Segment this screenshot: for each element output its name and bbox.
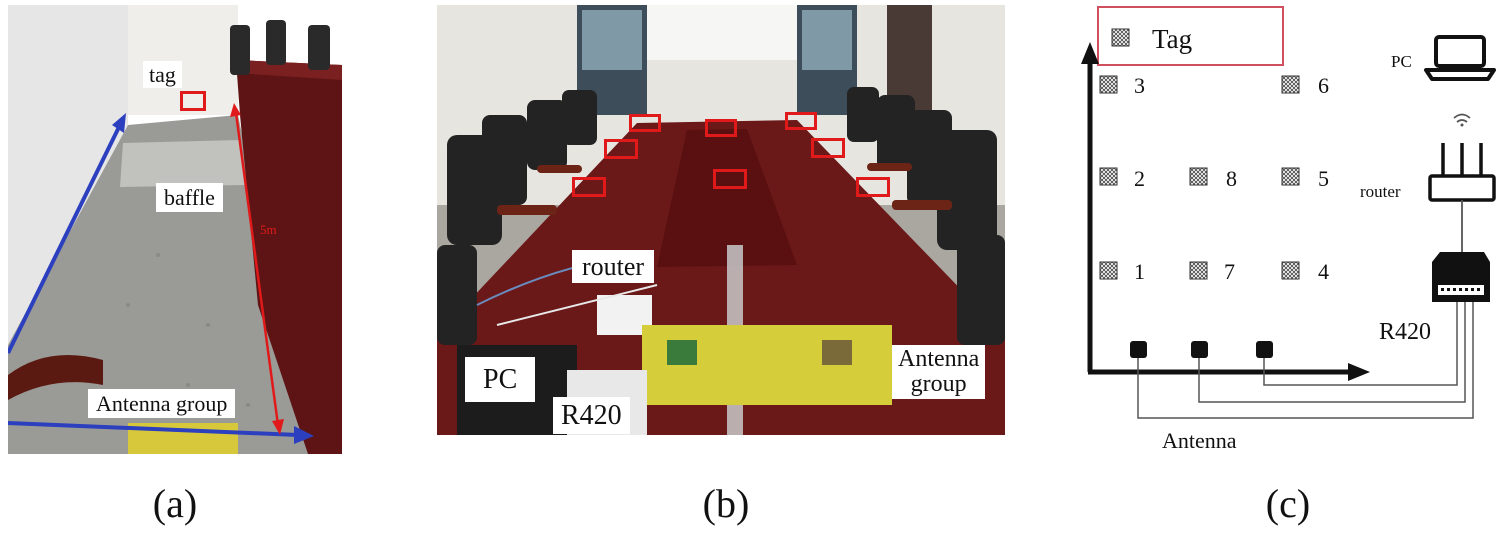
tag-marker-2: 2 <box>1099 166 1145 191</box>
distance-label: 5m <box>260 222 277 237</box>
tag-box-6 <box>713 169 747 189</box>
legend-box <box>1097 6 1284 66</box>
tag-label: tag <box>143 61 182 89</box>
wifi-icon <box>1453 113 1471 127</box>
panel-a-photo: tag baffle 5m Antenna group <box>8 5 342 454</box>
pc-label: PC <box>1391 52 1412 71</box>
caption-b: (b) <box>702 481 750 526</box>
antenna-cables <box>1137 302 1474 419</box>
antenna-1-icon <box>1130 341 1147 358</box>
tag-marker-5: 5 <box>1281 166 1329 191</box>
caption-c: (c) <box>1265 481 1311 526</box>
panel-c-diagram: Tag 1 2 3 4 5 6 7 8 <box>1081 6 1496 453</box>
pc-laptop-icon <box>1424 35 1496 81</box>
tag-box-7 <box>572 177 606 197</box>
svg-text:2: 2 <box>1134 166 1145 191</box>
antenna-3-icon <box>1256 341 1273 358</box>
router-label: router <box>572 250 655 284</box>
r420-reader-icon <box>1432 252 1490 302</box>
svg-text:3: 3 <box>1134 73 1145 98</box>
router-icon <box>1428 143 1496 202</box>
antenna-group-label-line2: group <box>910 371 967 398</box>
corridor-photo <box>8 5 342 454</box>
antenna-group-label: Antenna group <box>88 389 236 419</box>
tag-box-4 <box>604 139 638 159</box>
svg-text:4: 4 <box>1318 259 1329 284</box>
svg-text:5: 5 <box>1318 166 1329 191</box>
svg-text:8: 8 <box>1226 166 1237 191</box>
tag-box-2 <box>705 119 737 137</box>
caption-a: (a) <box>152 481 198 526</box>
svg-text:6: 6 <box>1318 73 1329 98</box>
tag-marker-6: 6 <box>1281 73 1329 98</box>
y-axis-arrowhead <box>1081 42 1099 64</box>
antenna-group-label-line1: Antenna <box>898 346 980 372</box>
antenna-2-icon <box>1191 341 1208 358</box>
r420-label: R420 <box>553 397 630 435</box>
antenna-group-label: Antenna group <box>892 345 986 400</box>
legend-tag-icon <box>1111 28 1130 47</box>
panel-b-photo: router PC R420 Antenna group <box>437 5 1005 435</box>
legend-tag-text: Tag <box>1152 24 1192 54</box>
x-axis-arrowhead <box>1348 363 1370 381</box>
tag-box-5 <box>811 138 845 158</box>
tag-box-8 <box>856 177 890 197</box>
tag-marker-8: 8 <box>1189 166 1237 191</box>
tag-marker-7: 7 <box>1189 259 1235 284</box>
r420-label: R420 <box>1379 319 1431 345</box>
pc-label: PC <box>465 357 536 403</box>
svg-text:1: 1 <box>1134 259 1145 284</box>
tag-marker-4: 4 <box>1281 259 1329 284</box>
tag-marker-3: 3 <box>1099 73 1145 98</box>
antenna-label: Antenna <box>1162 428 1237 453</box>
tag-highlight-box <box>180 91 206 111</box>
svg-text:7: 7 <box>1224 259 1235 284</box>
tag-box-3 <box>785 112 817 130</box>
tag-marker-1: 1 <box>1099 259 1145 284</box>
router-label: router <box>1360 182 1401 201</box>
tag-box-1 <box>629 114 661 132</box>
baffle-label: baffle <box>156 183 223 213</box>
